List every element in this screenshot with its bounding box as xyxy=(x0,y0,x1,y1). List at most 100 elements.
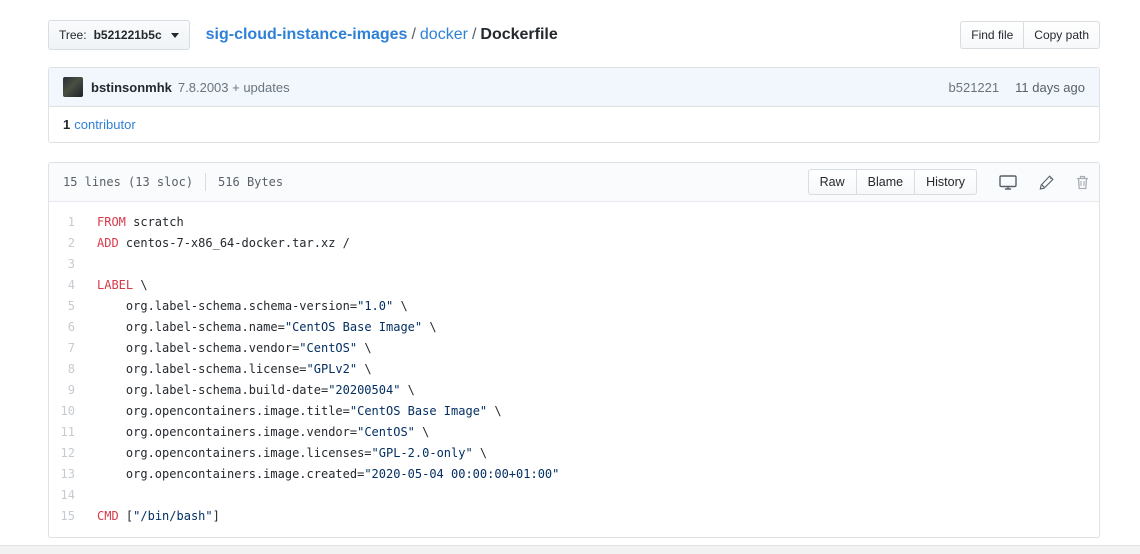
code-text: org.opencontainers.image.created="2020-0… xyxy=(97,464,560,485)
commit-message[interactable]: 7.8.2003 + updates xyxy=(177,79,290,95)
line-number[interactable]: 3 xyxy=(67,257,75,271)
code-line: 11 org.opencontainers.image.vendor="Cent… xyxy=(49,422,1099,443)
breadcrumb-separator: / xyxy=(471,26,477,43)
code-plain: org.label-schema.vendor= xyxy=(97,341,300,355)
code-line: 6 org.label-schema.name="CentOS Base Ima… xyxy=(49,317,1099,338)
code-plain: scratch xyxy=(125,215,184,229)
code-plain: \ xyxy=(357,341,372,355)
code-line: 4 LABEL \ xyxy=(49,275,1099,296)
code-plain: \ xyxy=(133,278,148,292)
code-text: org.opencontainers.image.title="CentOS B… xyxy=(97,401,502,422)
code-text: ADD centos-7-x86_64-docker.tar.xz / xyxy=(97,233,350,254)
breadcrumb-dir-link[interactable]: docker xyxy=(419,26,468,43)
line-number[interactable]: 2 xyxy=(67,236,75,250)
code-string: "/bin/bash" xyxy=(133,509,213,523)
code-plain: org.label-schema.schema-version= xyxy=(97,299,358,313)
commit-tease-box: bstinsonmhk 7.8.2003 + updates b521221 1… xyxy=(48,67,1100,143)
code-line: 13 org.opencontainers.image.created="202… xyxy=(49,464,1099,485)
line-number[interactable]: 1 xyxy=(67,215,75,229)
code-string: "GPL-2.0-only" xyxy=(371,446,473,460)
file-tools-group: Find file Copy path xyxy=(960,21,1100,49)
code-string: "GPLv2" xyxy=(306,362,358,376)
breadcrumb-current-file: Dockerfile xyxy=(480,26,558,43)
code-string: "CentOS Base Image" xyxy=(349,404,488,418)
code-plain: \ xyxy=(357,362,372,376)
code-text: org.label-schema.schema-version="1.0" \ xyxy=(97,296,408,317)
code-plain: org.opencontainers.image.licenses= xyxy=(97,446,372,460)
code-plain: \ xyxy=(472,446,488,460)
code-plain: \ xyxy=(414,425,430,439)
code-plain: org.opencontainers.image.vendor= xyxy=(97,425,358,439)
code-string: "20200504" xyxy=(328,383,401,397)
code-viewer: 1 FROM scratch 2 ADD centos-7-x86_64-docker… xyxy=(49,202,1099,537)
page-bottom-strip xyxy=(0,545,1140,554)
file-size: 516 Bytes xyxy=(218,175,284,189)
code-string: "CentOS Base Image" xyxy=(284,320,423,334)
code-text: org.opencontainers.image.licenses="GPL-2… xyxy=(97,443,487,464)
code-string: "CentOS" xyxy=(299,341,358,355)
code-text: org.label-schema.license="GPLv2" \ xyxy=(97,359,372,380)
branch-selector-button[interactable]: Tree: b521221b5c xyxy=(48,20,190,50)
line-number[interactable]: 13 xyxy=(60,467,75,481)
pencil-icon[interactable] xyxy=(1039,174,1054,190)
code-string: "CentOS" xyxy=(357,425,415,439)
line-number[interactable]: 11 xyxy=(60,425,75,439)
desktop-icon[interactable] xyxy=(999,174,1017,190)
file-header-bar: 15 lines (13 sloc) 516 Bytes Raw Blame H… xyxy=(49,163,1099,202)
code-plain: org.label-schema.name= xyxy=(97,320,285,334)
code-text: FROM scratch xyxy=(97,212,184,233)
contributor-label: contributor xyxy=(74,117,136,132)
line-number[interactable]: 7 xyxy=(67,341,75,355)
code-line: 2 ADD centos-7-x86_64-docker.tar.xz / xyxy=(49,233,1099,254)
code-line: 12 org.opencontainers.image.licenses="GP… xyxy=(49,443,1099,464)
code-string: "1.0" xyxy=(357,299,394,313)
branch-selector-label: Tree: xyxy=(59,28,87,42)
line-number[interactable]: 6 xyxy=(67,320,75,334)
line-number[interactable]: 15 xyxy=(60,509,75,523)
branch-selector-sha: b521221b5c xyxy=(93,28,162,42)
breadcrumb-repo-link[interactable]: sig-cloud-instance-images xyxy=(205,26,408,43)
file-blob-box: 15 lines (13 sloc) 516 Bytes Raw Blame H… xyxy=(48,162,1100,538)
code-keyword: LABEL xyxy=(97,278,134,292)
copy-path-button[interactable]: Copy path xyxy=(1023,21,1100,49)
code-line: 9 org.label-schema.build-date="20200504"… xyxy=(49,380,1099,401)
code-plain: \ xyxy=(422,320,437,334)
code-plain: ] xyxy=(212,509,220,523)
raw-button[interactable]: Raw xyxy=(807,169,856,195)
line-number[interactable]: 8 xyxy=(67,362,75,376)
find-file-button[interactable]: Find file xyxy=(960,21,1024,49)
code-line: 14 xyxy=(49,485,1099,506)
blame-button[interactable]: Blame xyxy=(855,169,915,195)
contributor-count: 1 xyxy=(63,117,71,132)
code-text: org.label-schema.vendor="CentOS" \ xyxy=(97,338,372,359)
latest-commit-row: bstinsonmhk 7.8.2003 + updates b521221 1… xyxy=(49,68,1099,107)
code-plain: org.label-schema.license= xyxy=(97,362,307,376)
line-number[interactable]: 12 xyxy=(60,446,75,460)
code-text: org.opencontainers.image.vendor="CentOS"… xyxy=(97,422,429,443)
code-plain: org.opencontainers.image.title= xyxy=(97,404,350,418)
code-line: 10 org.opencontainers.image.title="CentO… xyxy=(49,401,1099,422)
code-text: LABEL \ xyxy=(97,275,148,296)
line-number[interactable]: 9 xyxy=(67,383,75,397)
breadcrumb: sig-cloud-instance-images/docker/Dockerf… xyxy=(206,26,961,44)
code-line: 15 CMD ["/bin/bash"] xyxy=(49,506,1099,527)
line-number[interactable]: 4 xyxy=(67,278,75,292)
line-number[interactable]: 10 xyxy=(60,404,75,418)
page-container: Tree: b521221b5c sig-cloud-instance-imag… xyxy=(48,20,1100,538)
commit-sha[interactable]: b521221 xyxy=(948,79,1000,95)
line-number[interactable]: 5 xyxy=(67,299,75,313)
code-text: org.label-schema.build-date="20200504" \ xyxy=(97,380,415,401)
line-number[interactable]: 14 xyxy=(60,488,75,502)
code-keyword: CMD xyxy=(97,509,119,523)
history-button[interactable]: History xyxy=(914,169,977,195)
commit-author-link[interactable]: bstinsonmhk xyxy=(91,79,172,95)
chevron-down-icon xyxy=(170,32,179,38)
trash-icon[interactable] xyxy=(1076,175,1089,190)
code-plain: org.label-schema.build-date= xyxy=(97,383,329,397)
code-plain: \ xyxy=(487,404,502,418)
commit-timestamp: 11 days ago xyxy=(1015,79,1085,95)
file-view-buttons: Raw Blame History xyxy=(807,169,977,195)
avatar[interactable] xyxy=(63,77,83,97)
code-text: CMD ["/bin/bash"] xyxy=(97,506,220,527)
